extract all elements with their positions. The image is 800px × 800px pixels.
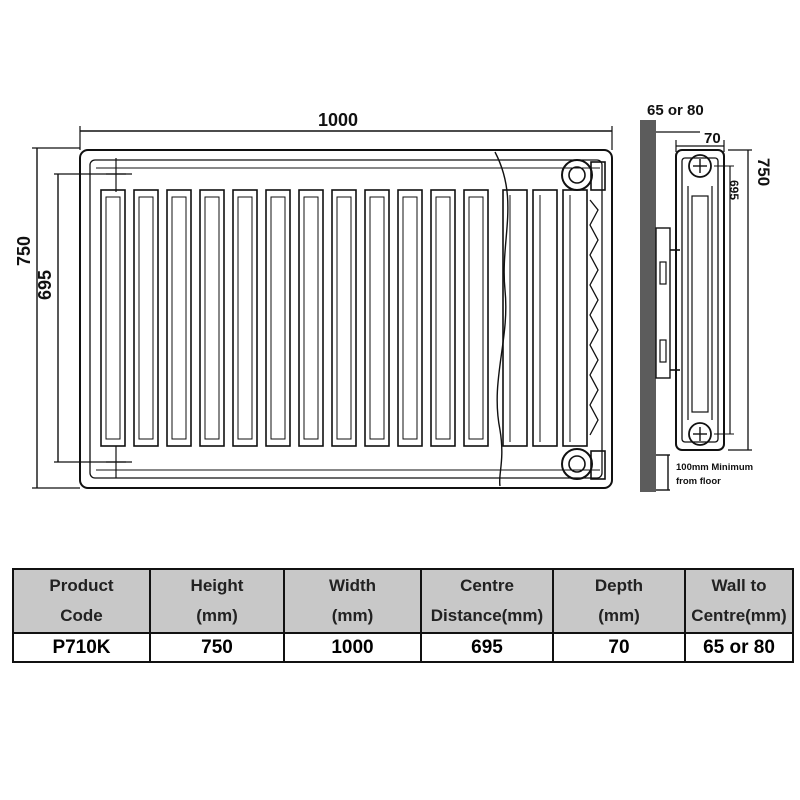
radiator-side-profile	[675, 149, 725, 451]
cell-depth: 70	[552, 632, 686, 663]
radiator-panel-outline	[79, 149, 613, 489]
flute-inner	[138, 196, 154, 440]
flute	[397, 189, 423, 447]
flute	[100, 189, 126, 447]
wall	[640, 120, 656, 492]
cell-height: 750	[149, 632, 285, 663]
radiator-technical-drawing: 1000 750 695	[14, 102, 773, 492]
flute	[331, 189, 357, 447]
cell-centre-distance: 695	[420, 632, 554, 663]
header-height: Height(mm)	[149, 568, 285, 634]
floor-clearance-note-line1: 100mm Minimum	[676, 462, 753, 473]
wall-bracket	[655, 227, 671, 379]
flute-inner	[303, 196, 319, 440]
top-valve-connection	[561, 159, 606, 191]
depth-label: 70	[704, 130, 721, 147]
side-centre-label: 695	[727, 180, 741, 200]
centre-dimension-label: 695	[35, 270, 55, 300]
flute-inner	[105, 196, 121, 440]
header-width: Width(mm)	[283, 568, 422, 634]
bottom-valve-connection	[561, 448, 606, 480]
flute-inner	[369, 196, 385, 440]
cutaway-line	[494, 151, 509, 487]
cell-wall-to-centre: 65 or 80	[684, 632, 794, 663]
convector-fins	[502, 189, 599, 447]
width-dimension-label: 1000	[318, 110, 358, 130]
cell-width: 1000	[283, 632, 422, 663]
panel-flutes	[100, 189, 489, 447]
height-dimension-label: 750	[14, 236, 34, 266]
flute	[199, 189, 225, 447]
flute-inner	[435, 196, 451, 440]
cell-product-code: P710K	[12, 632, 151, 663]
flute	[430, 189, 456, 447]
side-bottom-valve	[688, 422, 712, 446]
flute-inner	[336, 196, 352, 440]
table-row: P710K 750 1000 695 70 65 or 80	[12, 632, 794, 663]
side-view	[640, 120, 752, 492]
header-depth: Depth(mm)	[552, 568, 686, 634]
flute	[133, 189, 159, 447]
flute-inner	[468, 196, 484, 440]
side-height-label: 750	[754, 158, 773, 186]
flute-inner	[402, 196, 418, 440]
flute-inner	[237, 196, 253, 440]
flute-inner	[204, 196, 220, 440]
flute	[463, 189, 489, 447]
flute	[298, 189, 324, 447]
front-view	[32, 126, 613, 489]
flute	[232, 189, 258, 447]
wall-to-centre-label: 65 or 80	[647, 102, 704, 119]
flute-inner	[270, 196, 286, 440]
flute	[364, 189, 390, 447]
floor-clearance-note-line2: from floor	[676, 476, 721, 487]
flute-inner	[171, 196, 187, 440]
bracket-markers	[106, 158, 126, 478]
side-top-valve	[688, 154, 712, 178]
flute	[265, 189, 291, 447]
flute	[166, 189, 192, 447]
